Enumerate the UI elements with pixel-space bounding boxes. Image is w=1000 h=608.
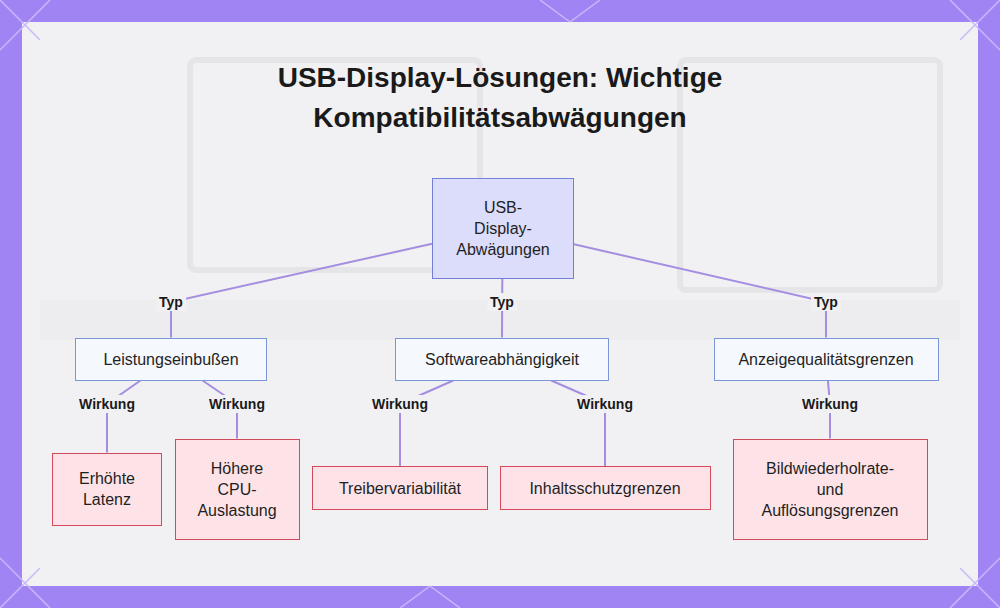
node-label: Anzeigequalitätsgrenzen xyxy=(738,349,913,370)
connector xyxy=(400,381,453,467)
connector xyxy=(551,381,605,467)
node-label: USB-Display-Abwägungen xyxy=(456,197,549,260)
node-label: Treibervariabilität xyxy=(339,478,461,499)
connector xyxy=(107,381,140,453)
canvas xyxy=(22,22,978,586)
node-label: Erhöhte Latenz xyxy=(79,468,135,510)
edge-label: Wirkung xyxy=(76,395,138,413)
edge-label: Wirkung xyxy=(206,395,268,413)
effect-box: Treibervariabilität xyxy=(312,466,488,510)
effect-box: Erhöhte Latenz xyxy=(52,453,162,526)
effect-box: Bildwiederholrate- und Auflösungsgrenzen xyxy=(733,439,928,540)
effect-box: Inhaltsschutzgrenzen xyxy=(500,466,711,510)
edge-label: Typ xyxy=(156,293,186,311)
edge-label: Wirkung xyxy=(574,395,636,413)
edge-label: Wirkung xyxy=(369,395,431,413)
category-box: Anzeigequalitätsgrenzen xyxy=(714,338,939,381)
node-label: Leistungseinbußen xyxy=(103,349,238,370)
root-box: USB-Display-Abwägungen xyxy=(432,178,574,279)
edge-label: Wirkung xyxy=(799,395,861,413)
node-label: Inhaltsschutzgrenzen xyxy=(529,478,680,499)
category-box: Softwareabhängigkeit xyxy=(395,338,609,381)
node-label: Softwareabhängigkeit xyxy=(425,349,579,370)
connector xyxy=(171,244,432,338)
node-label: Höhere CPU-Auslastung xyxy=(197,458,276,521)
effect-box: Höhere CPU-Auslastung xyxy=(175,439,300,540)
connector xyxy=(574,244,826,337)
title-wrap: USB-Display-Lösungen: Wichtige Kompatibi… xyxy=(200,58,800,138)
category-box: Leistungseinbußen xyxy=(75,338,267,381)
edge-label: Typ xyxy=(487,293,517,311)
edge-label: Typ xyxy=(811,293,841,311)
diagram-title: USB-Display-Lösungen: Wichtige Kompatibi… xyxy=(240,58,760,138)
node-label: Bildwiederholrate- und Auflösungsgrenzen xyxy=(762,458,899,521)
